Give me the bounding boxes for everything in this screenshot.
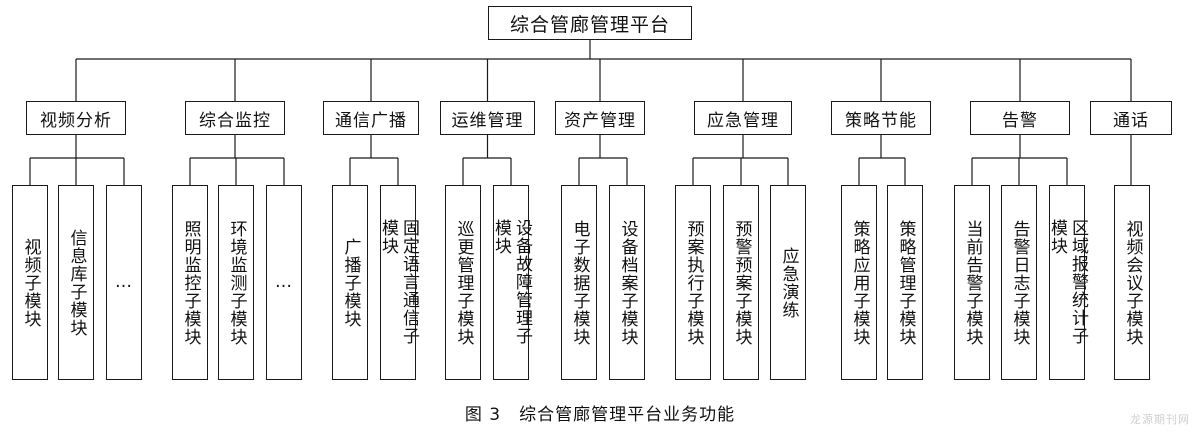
module-label: 设备档案子模块 (617, 219, 638, 346)
category-node: 策略节能 (831, 101, 931, 135)
module-node: 设备档案子模块 (609, 185, 645, 380)
category-node: 通话 (1090, 101, 1172, 135)
module-label: 电子数据子模块 (569, 219, 590, 346)
module-label: 设备故障管理子模块 (491, 218, 532, 345)
category-label: 运维管理 (451, 110, 524, 131)
module-node: 照明监控子模块 (172, 185, 208, 380)
root-node: 综合管廊管理平台 (488, 6, 692, 40)
category-label: 通信广播 (335, 110, 407, 131)
module-node: 区域报警统计子模块 (1047, 185, 1088, 380)
module-node: … (266, 185, 302, 380)
module-node: 固定语言通信子模块 (378, 185, 419, 380)
category-node: 视频分析 (26, 101, 126, 135)
module-label: … (115, 272, 133, 292)
module-label: 巡更管理子模块 (453, 219, 474, 346)
category-label: 资产管理 (564, 110, 636, 131)
module-label: 区域报警统计子模块 (1047, 218, 1088, 345)
module-node: 视频会议子模块 (1114, 185, 1150, 380)
module-label: 固定语言通信子模块 (378, 218, 419, 345)
category-node: 应急管理 (694, 101, 792, 135)
figure-caption: 图 3 综合管廊管理平台业务功能 (464, 405, 736, 425)
module-node: 告警日志子模块 (1001, 185, 1037, 380)
category-label: 告警 (1002, 110, 1038, 131)
module-node: 巡更管理子模块 (445, 185, 481, 380)
module-label: 应急演练 (778, 246, 799, 319)
module-label: 当前告警子模块 (962, 219, 983, 346)
category-label: 策略节能 (845, 110, 917, 131)
module-label: 策略应用子模块 (849, 219, 870, 346)
module-node: 广播子模块 (332, 185, 368, 380)
module-node: 策略管理子模块 (887, 185, 923, 380)
module-node: 电子数据子模块 (561, 185, 597, 380)
category-label: 应急管理 (707, 110, 779, 131)
root-label: 综合管廊管理平台 (509, 13, 670, 36)
category-node: 资产管理 (555, 101, 645, 135)
module-label: 照明监控子模块 (180, 219, 201, 346)
module-label: 预警预案子模块 (731, 219, 752, 346)
module-node: 策略应用子模块 (841, 185, 877, 380)
watermark: 龙源期刊网 (1130, 413, 1190, 426)
module-label: 策略管理子模块 (895, 219, 916, 346)
module-node: 应急演练 (770, 185, 806, 380)
category-node: 通信广播 (323, 101, 419, 135)
module-node: 环境监测子模块 (218, 185, 254, 380)
category-node: 运维管理 (440, 101, 535, 135)
module-node: 预警预案子模块 (723, 185, 759, 380)
category-node: 告警 (970, 101, 1070, 135)
module-label: 环境监测子模块 (226, 219, 247, 346)
module-node: … (106, 185, 142, 380)
module-node: 设备故障管理子模块 (491, 185, 532, 380)
module-node: 预案执行子模块 (675, 185, 711, 380)
module-label: 告警日志子模块 (1009, 219, 1030, 346)
module-label: 视频子模块 (20, 237, 41, 328)
module-label: 视频会议子模块 (1122, 219, 1143, 346)
category-label: 综合监控 (199, 110, 271, 131)
module-label: 信息库子模块 (66, 228, 87, 337)
module-label: … (275, 272, 293, 292)
module-node: 信息库子模块 (58, 185, 94, 380)
category-label: 视频分析 (40, 110, 112, 131)
category-label: 通话 (1113, 110, 1149, 131)
module-label: 广播子模块 (340, 237, 361, 328)
category-node: 综合监控 (185, 101, 285, 135)
module-node: 视频子模块 (12, 185, 48, 380)
module-node: 当前告警子模块 (954, 185, 990, 380)
module-label: 预案执行子模块 (683, 219, 704, 346)
